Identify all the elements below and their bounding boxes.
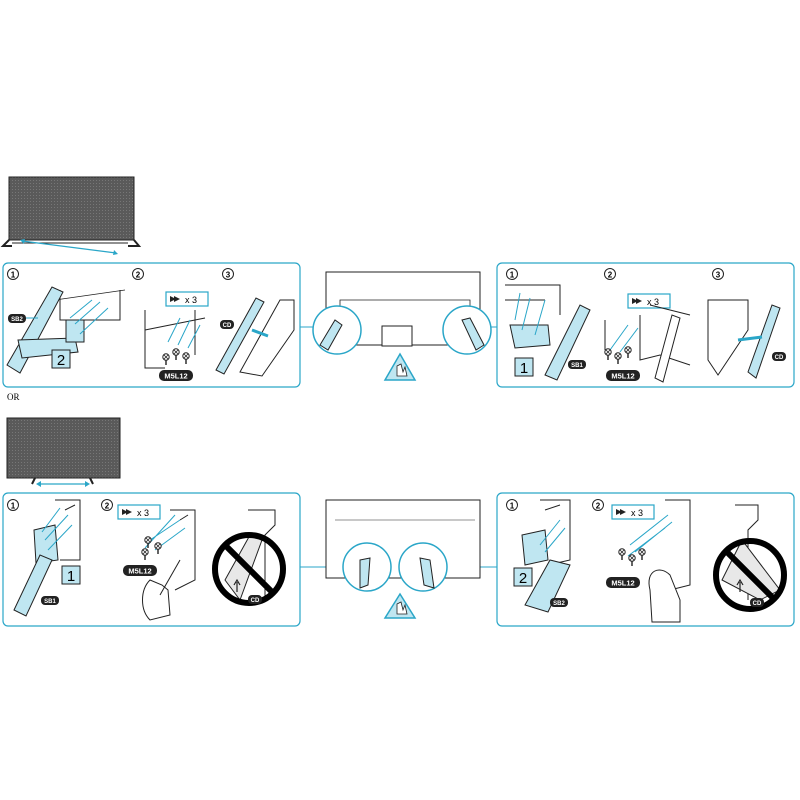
- caution-hand-icon: [383, 352, 417, 381]
- step-2-number: 2: [136, 271, 141, 280]
- marker-number: 1: [67, 568, 75, 585]
- tv-wide-stand-icon: [0, 176, 142, 255]
- cover-label-text: CD: [251, 598, 260, 604]
- screw-count-box: x 3: [117, 504, 161, 520]
- cover-label-cd: CD: [772, 352, 786, 361]
- bracket-label-sb2: SB2: [550, 598, 568, 607]
- bracket-label-text: SB2: [553, 601, 565, 607]
- step-2-number: 2: [105, 502, 110, 511]
- step-2-number: 2: [596, 502, 601, 511]
- insert-arrow: [737, 335, 763, 342]
- marker-number: 2: [519, 570, 527, 587]
- bracket-label-text: SB2: [11, 317, 23, 323]
- screw-code-badge: M5L12: [123, 565, 157, 576]
- screw-code-badge: M5L12: [159, 370, 193, 381]
- cover-label-cd: CD: [220, 320, 234, 329]
- bracket-label-sb1: SB1: [41, 596, 59, 605]
- step-3-badge: 3: [222, 268, 234, 280]
- prohibited-icon: [212, 509, 286, 606]
- screw-code-text: M5L12: [128, 567, 151, 576]
- step-1-badge: 1: [7, 268, 19, 280]
- screw-code-text: M5L12: [611, 372, 634, 381]
- tv-narrow-stand-icon: [6, 417, 121, 487]
- insert-arrow: [251, 328, 269, 338]
- stand-bracket-sb1: [13, 507, 73, 617]
- arrow-right-icon: [632, 298, 642, 304]
- screw-count-box: x 3: [627, 293, 671, 309]
- step-1-number: 1: [11, 271, 16, 280]
- stand-bracket-sb1: [509, 292, 591, 381]
- bracket-label-text: SB1: [44, 599, 56, 605]
- step-2-number: 2: [608, 271, 613, 280]
- cover-label-cd: CD: [750, 598, 764, 607]
- panel-b-right: 1 2 SB2 2 x 3 M5L12: [496, 492, 795, 627]
- step-1-badge: 1: [506, 499, 518, 511]
- tv-back-center-b: [325, 499, 481, 619]
- stand-bracket-sb2: [521, 519, 571, 613]
- cover-label-text: CD: [753, 601, 762, 607]
- screw-code-badge: M5L12: [606, 577, 640, 588]
- screw-code-text: M5L12: [164, 372, 187, 381]
- screw-count-text: x 3: [185, 295, 197, 305]
- marker-2: 2: [51, 349, 71, 369]
- arrow-right-icon: [122, 509, 132, 515]
- cover-part: [215, 297, 265, 375]
- cover-label-text: CD: [775, 355, 784, 361]
- step-1-number: 1: [11, 502, 16, 511]
- screw-count-text: x 3: [647, 297, 659, 307]
- step-1-badge: 1: [7, 499, 19, 511]
- arrow-right-icon: [616, 509, 626, 515]
- panel-b-left: 1 1 SB1 2 x 3 M5L12: [2, 492, 301, 627]
- screw-count-box: x 3: [165, 291, 209, 307]
- cover-label-text: CD: [223, 323, 232, 329]
- screw-code-text: M5L12: [611, 579, 634, 588]
- or-separator: OR: [7, 392, 20, 402]
- caution-hand-icon: [383, 592, 417, 619]
- step-1-badge: 1: [506, 268, 518, 280]
- screw-count-box: x 3: [611, 504, 655, 520]
- step-1-number: 1: [510, 502, 515, 511]
- step-3-number: 3: [226, 271, 231, 280]
- step-2-badge: 2: [592, 499, 604, 511]
- bracket-label-text: SB1: [571, 363, 583, 369]
- screw-code-badge: M5L12: [606, 370, 640, 381]
- cover-part: [747, 304, 781, 379]
- bracket-label-sb1: SB1: [568, 360, 586, 369]
- prohibited-icon: [713, 504, 787, 612]
- screw-count-text: x 3: [631, 508, 643, 518]
- marker-number: 1: [520, 360, 528, 377]
- screw-count-text: x 3: [137, 508, 149, 518]
- step-1-number: 1: [510, 271, 515, 280]
- marker-1: 1: [514, 357, 534, 377]
- panel-a-left: 1 SB2 2 2 x 3: [2, 262, 301, 388]
- hand-icon: [648, 569, 681, 623]
- step-2-badge: 2: [132, 268, 144, 280]
- marker-2: 2: [513, 567, 533, 587]
- step-3-number: 3: [716, 271, 721, 280]
- cover-label-cd: CD: [248, 595, 262, 604]
- panel-a-right: 1 1 SB1 2 x 3 M5L12: [496, 262, 795, 388]
- step-2-badge: 2: [101, 499, 113, 511]
- marker-number: 2: [57, 352, 65, 369]
- bracket-label-sb2: SB2: [8, 314, 38, 323]
- step-3-badge: 3: [712, 268, 724, 280]
- step-2-badge: 2: [604, 268, 616, 280]
- marker-1: 1: [61, 565, 81, 585]
- arrow-right-icon: [170, 296, 180, 302]
- tv-back-center-a: [312, 271, 492, 381]
